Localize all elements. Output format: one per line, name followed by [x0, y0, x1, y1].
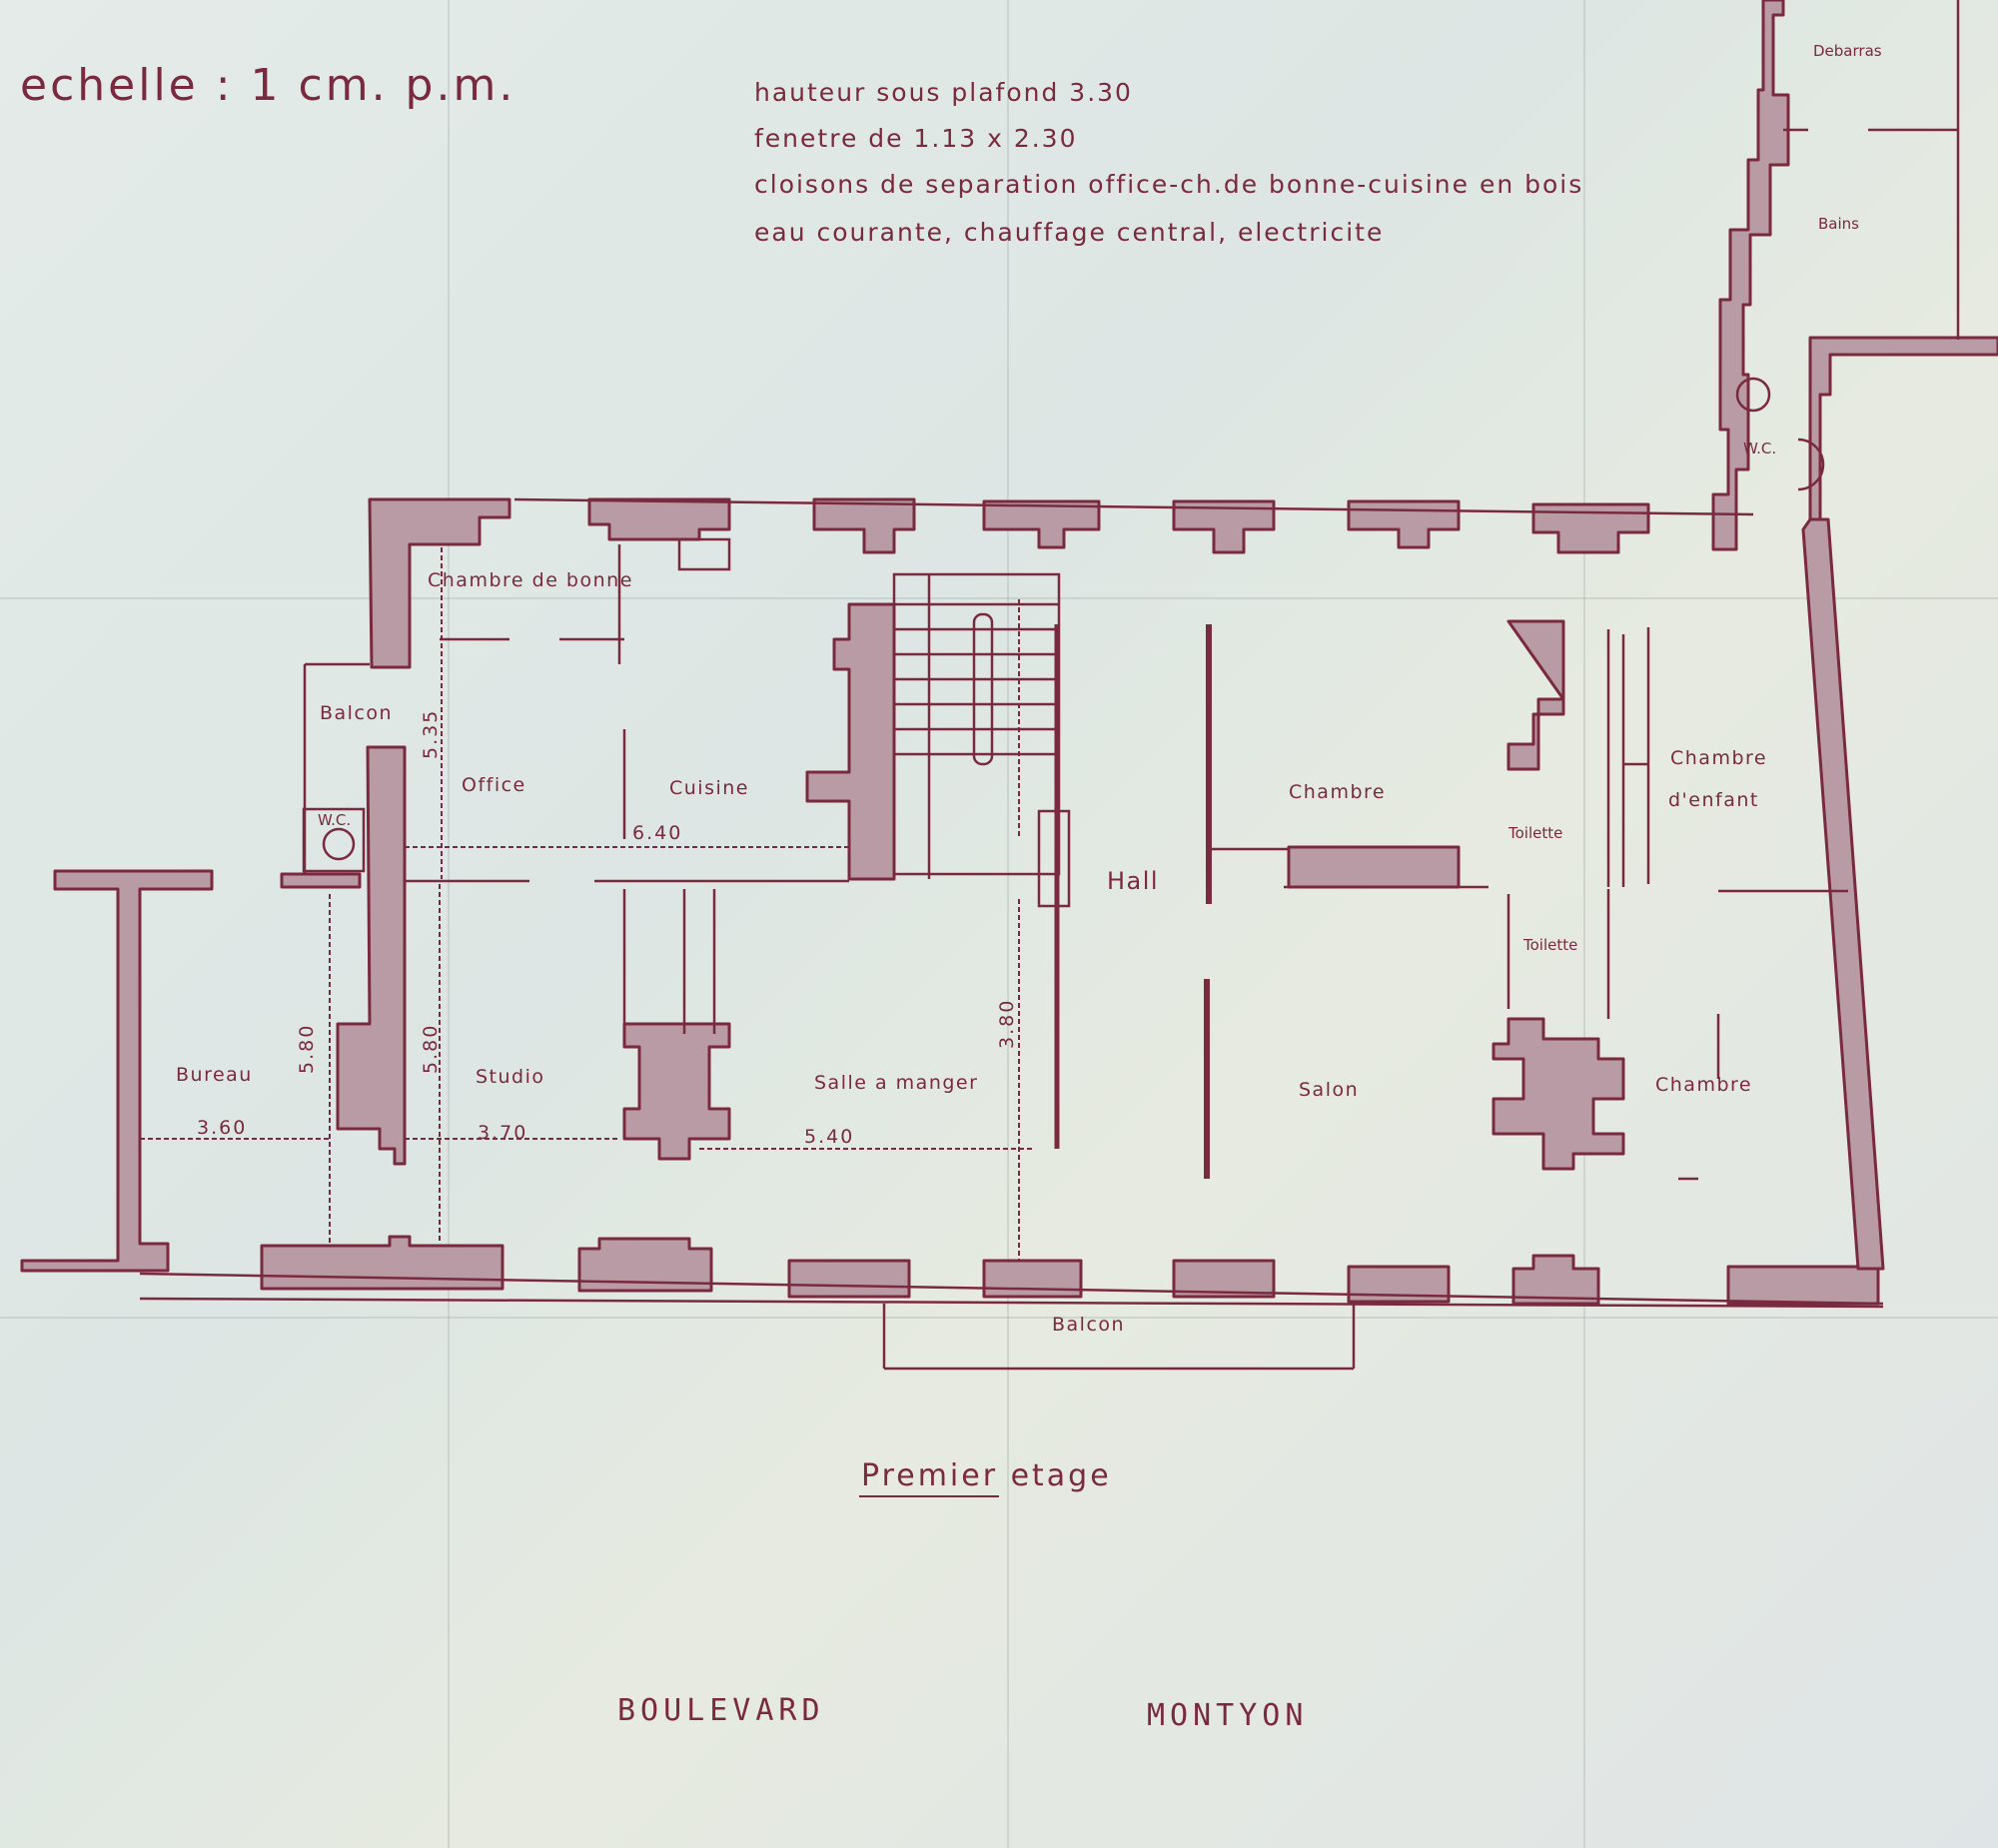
room-chambre-enfant: Chambre [1670, 747, 1768, 769]
room-bains: Bains [1818, 215, 1859, 233]
room-studio: Studio [476, 1066, 545, 1088]
rear-pier [982, 499, 1101, 549]
room-chambre: Chambre [1289, 781, 1387, 803]
room-salle-a-manger: Salle a manger [814, 1072, 979, 1094]
wc-wall [280, 872, 362, 889]
chimney-stack [622, 1022, 731, 1161]
facade-pier [787, 1259, 911, 1299]
side-wall [1808, 336, 1998, 531]
note-utilities: eau courante, chauffage central, electri… [754, 218, 1385, 247]
room-chambre-2: Chambre [1655, 1074, 1753, 1096]
dimension-3-60: 3.60 [197, 1117, 248, 1139]
room-chambre-de-bonne: Chambre de bonne [428, 569, 633, 591]
fold-line [1007, 0, 1009, 1848]
room-office: Office [462, 774, 526, 796]
fold-line [1583, 0, 1585, 1848]
facade-pier [260, 1235, 504, 1291]
toilette-wall [1287, 845, 1461, 889]
scale-label: echelle : 1 cm. p.m. [20, 60, 516, 111]
rear-pier [1172, 499, 1276, 554]
fold-line [0, 1317, 1998, 1319]
room-toilette-1: Toilette [1508, 824, 1563, 842]
room-wc-top: W.C. [1743, 440, 1777, 458]
facade-pier [1172, 1259, 1276, 1299]
floor-title: Premier etage [861, 1458, 1112, 1493]
facade-pier [1347, 1265, 1451, 1304]
rear-pier [587, 497, 731, 541]
note-ceiling-height: hauteur sous plafond 3.30 [754, 78, 1133, 107]
room-balcon-front: Balcon [1052, 1314, 1126, 1336]
rear-pier [1347, 499, 1461, 549]
room-wc-left: W.C. [318, 811, 352, 829]
street-name-1: BOULEVARD [617, 1693, 825, 1728]
rear-corner-wall [368, 497, 511, 669]
dimension-5-35: 5.35 [420, 708, 442, 759]
fold-line [448, 0, 450, 1848]
room-debarras: Debarras [1813, 42, 1882, 60]
rear-pier [812, 497, 916, 554]
title-underline [859, 1495, 999, 1497]
street-name-2: MONTYON [1147, 1698, 1309, 1733]
room-hall: Hall [1107, 867, 1160, 895]
dividing-wall [336, 745, 407, 1166]
room-chambre-enfant-2: d'enfant [1668, 789, 1759, 811]
note-partitions: cloisons de separation office-ch.de bonn… [754, 170, 1584, 199]
room-balcon-side: Balcon [320, 702, 394, 724]
facade-pier [1726, 1265, 1880, 1306]
dimension-5-80-b: 5.80 [420, 1023, 442, 1074]
fold-line [0, 597, 1998, 599]
dimension-3-80: 3.80 [996, 998, 1018, 1049]
facade-pier [982, 1259, 1083, 1299]
side-wall [1801, 517, 1885, 1271]
dimension-3-70: 3.70 [478, 1122, 528, 1144]
room-bureau: Bureau [176, 1064, 253, 1086]
facade-pier [1511, 1254, 1600, 1306]
dimension-6-40: 6.40 [632, 822, 683, 844]
note-window-size: fenetre de 1.13 x 2.30 [754, 124, 1078, 153]
side-wall [1711, 0, 1790, 551]
left-wall-column [20, 869, 214, 1273]
chimney-stack [1492, 1017, 1625, 1171]
facade-pier [577, 1237, 713, 1293]
stair-core-wall [805, 602, 896, 881]
chimney-stack [1506, 619, 1565, 771]
dimension-5-40: 5.40 [804, 1126, 855, 1148]
room-toilette-2: Toilette [1523, 936, 1578, 954]
dimension-5-80-a: 5.80 [296, 1023, 318, 1074]
room-cuisine: Cuisine [669, 777, 749, 799]
room-salon: Salon [1299, 1079, 1360, 1101]
